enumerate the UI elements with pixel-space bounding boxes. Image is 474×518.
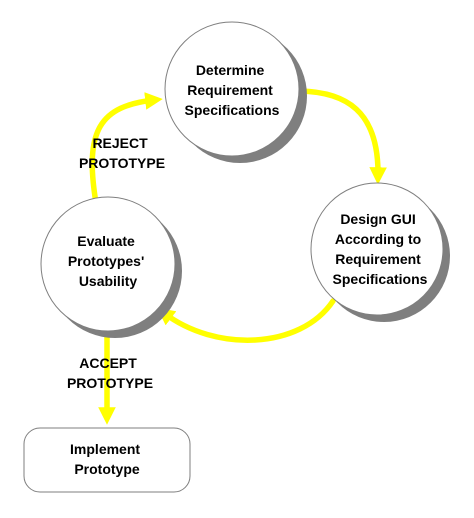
node-label-line: Requirement <box>187 82 273 98</box>
node-circle <box>164 21 300 157</box>
edge-label-line: REJECT <box>92 135 148 151</box>
node-label-line: According to <box>335 231 421 247</box>
node-evaluate-usability: Evaluate Prototypes' Usability <box>40 196 182 338</box>
node-label-line: Usability <box>79 273 138 289</box>
arrow-design-to-evaluate <box>157 298 336 343</box>
node-label: Determine Requirement Specifications <box>185 62 280 118</box>
edge-label-reject: REJECT PROTOTYPE <box>79 135 165 171</box>
node-label: Design GUI According to Requirement Spec… <box>333 211 428 287</box>
node-implement-prototype: Implement Prototype <box>23 427 191 493</box>
node-label: Implement Prototype <box>70 441 144 477</box>
node-determine-requirements: Determine Requirement Specifications <box>164 21 307 163</box>
node-design-gui: Design GUI According to Requirement Spec… <box>310 182 450 322</box>
node-label-line: Implement <box>70 441 140 457</box>
edge-label-accept: ACCEPT PROTOTYPE <box>67 355 153 391</box>
arrow-determine-to-design <box>297 88 387 185</box>
edge-label-line: ACCEPT <box>79 355 137 371</box>
node-box <box>23 427 191 493</box>
node-circle <box>40 196 176 332</box>
edge-label-line: PROTOTYPE <box>79 155 165 171</box>
node-label-line: Prototype <box>74 461 140 477</box>
node-circle <box>310 182 444 316</box>
node-label: Evaluate Prototypes' Usability <box>68 233 148 289</box>
node-label-line: Determine <box>196 62 265 78</box>
arrows <box>89 88 387 425</box>
node-label-line: Design GUI <box>340 211 415 227</box>
edge-label-line: PROTOTYPE <box>67 375 153 391</box>
node-label-line: Specifications <box>185 102 280 118</box>
node-label-line: Requirement <box>335 251 421 267</box>
node-label-line: Prototypes' <box>68 253 144 269</box>
node-label-line: Specifications <box>333 271 428 287</box>
arrow-evaluate-to-determine <box>89 92 163 206</box>
node-label-line: Evaluate <box>77 233 135 249</box>
